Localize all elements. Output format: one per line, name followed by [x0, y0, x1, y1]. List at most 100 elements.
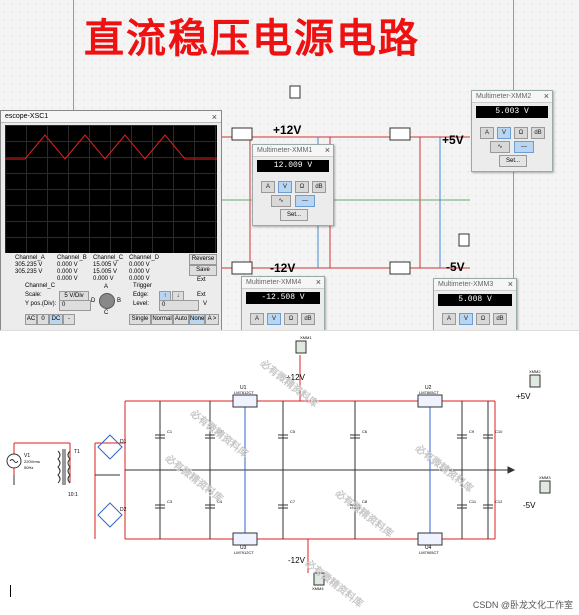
db-button[interactable]: dB	[493, 313, 507, 325]
save-button[interactable]: Save	[189, 265, 217, 276]
ac-mode-button[interactable]: ∿	[490, 141, 510, 153]
multimeter-close-icon[interactable]: ×	[543, 91, 549, 101]
label-pos12v: +12V	[273, 123, 302, 137]
coupling-dc-button[interactable]: DC	[49, 314, 63, 325]
amp-button[interactable]: A	[480, 127, 494, 139]
reading: 0.000 V	[57, 269, 78, 275]
amp-button[interactable]: A	[250, 313, 264, 325]
part-label: XMM2	[529, 369, 541, 374]
coupling-ac-button[interactable]: AC	[25, 314, 37, 325]
volt-button[interactable]: V	[278, 181, 292, 193]
mode-auto-button[interactable]: Auto	[173, 314, 189, 325]
coupling-minus-button[interactable]: -	[63, 314, 75, 325]
reverse-button[interactable]: Reverse	[189, 254, 217, 265]
ypos-field[interactable]: 0	[59, 300, 91, 311]
part-label: C7	[290, 499, 296, 504]
ac-mode-button[interactable]: ∿	[271, 195, 291, 207]
net-label-pos12v: +12V	[286, 373, 305, 382]
level-field[interactable]: 0	[159, 300, 199, 311]
volt-button[interactable]: V	[459, 313, 473, 325]
oscilloscope-screen	[5, 125, 217, 253]
knob-label: C	[104, 310, 109, 316]
oscilloscope-window[interactable]: escope-XSC1 × Channel_A Channel_B Channe…	[0, 110, 222, 330]
set-button[interactable]: Set...	[280, 209, 308, 221]
ohm-button[interactable]: Ω	[295, 181, 309, 193]
part-label: C5	[290, 429, 296, 434]
knob-label: B	[117, 298, 122, 304]
part-label: C8	[362, 499, 368, 504]
channel-select-knob[interactable]	[99, 293, 115, 309]
ohm-button[interactable]: Ω	[476, 313, 490, 325]
page-title: 直流稳压电源电路	[84, 16, 420, 62]
part-label: C12	[495, 499, 503, 504]
dc-mode-button[interactable]: —	[514, 141, 534, 153]
part-label: V1	[24, 453, 31, 459]
volt-button[interactable]: V	[267, 313, 281, 325]
multimeter-title: Multimeter-XMM3	[434, 279, 516, 291]
part-label: XMM1	[300, 335, 312, 340]
mode-normal-button[interactable]: Normal	[151, 314, 173, 325]
multimeter-xmm4[interactable]: Multimeter-XMM4 × -12.508 V A V Ω dB	[241, 276, 325, 330]
part-value: 50Hz	[24, 465, 34, 470]
reading: 0.000 V	[129, 276, 150, 282]
net-label-neg12v: -12V	[288, 556, 305, 565]
part-type: LM7805CT	[419, 390, 439, 395]
ypos-label: Y pos.(Div):	[25, 301, 57, 307]
ohm-button[interactable]: Ω	[514, 127, 528, 139]
mode-single-button[interactable]: Single	[129, 314, 151, 325]
multimeter-display: 5.003 V	[476, 106, 548, 118]
coupling-zero-button[interactable]: 0	[37, 314, 49, 325]
db-button[interactable]: dB	[531, 127, 545, 139]
oscilloscope-close-icon[interactable]: ×	[211, 112, 217, 122]
knob-label: A	[104, 284, 109, 290]
reading: 0.000 V	[57, 262, 78, 268]
oscilloscope-title: escope-XSC1	[1, 111, 221, 123]
part-label: C6	[362, 429, 368, 434]
part-label: C3	[167, 499, 173, 504]
part-label: D2	[120, 507, 127, 513]
amp-button[interactable]: A	[261, 181, 275, 193]
set-button[interactable]: Set...	[499, 155, 527, 167]
multimeter-close-icon[interactable]: ×	[324, 145, 330, 155]
ext-trigger-label: Ext	[197, 292, 206, 298]
part-label: T1	[74, 449, 80, 455]
reading: 305.235 V	[15, 262, 43, 268]
schematic-diagram: +12V +5V -12V -5V U1 LM7812CT U2 LM7805C…	[0, 335, 579, 615]
part-label: XMM3	[539, 475, 551, 480]
multimeter-xmm1[interactable]: Multimeter-XMM1 × 12.009 V A V Ω dB ∿ — …	[252, 144, 334, 226]
db-button[interactable]: dB	[312, 181, 326, 193]
multimeter-close-icon[interactable]: ×	[507, 279, 513, 289]
part-label: C10	[495, 429, 503, 434]
part-type: LM7905CT	[419, 550, 439, 555]
schematic-wires	[6, 340, 551, 586]
dc-mode-button[interactable]: —	[295, 195, 315, 207]
db-button[interactable]: dB	[301, 313, 315, 325]
amp-button[interactable]: A	[442, 313, 456, 325]
channel-header: Channel_A	[15, 255, 45, 261]
simulation-canvas[interactable]: 直流稳压电源电路 +12V +5V -12V -5V escope-XSC1 ×…	[0, 0, 579, 331]
multimeter-title: Multimeter-XMM1	[253, 145, 333, 157]
mode-none-button[interactable]: None	[189, 314, 205, 325]
part-label: U4	[425, 545, 432, 551]
ext-label: Ext	[197, 277, 206, 283]
multimeter-display: 5.008 V	[438, 294, 512, 306]
multimeter-close-icon[interactable]: ×	[315, 277, 321, 287]
label-neg5v: -5V	[446, 260, 465, 274]
trigger-label: Trigger	[133, 283, 152, 289]
level-label: Level:	[133, 301, 150, 307]
ohm-button[interactable]: Ω	[284, 313, 298, 325]
scale-label: Scale:	[25, 292, 42, 298]
part-type: LM7912CT	[234, 550, 254, 555]
volt-button[interactable]: V	[497, 127, 511, 139]
knob-label: D	[91, 298, 96, 304]
reading: 15.005 V	[93, 262, 118, 268]
multimeter-title: Multimeter-XMM2	[472, 91, 552, 103]
part-value: 220Vrms	[24, 459, 40, 464]
multimeter-title: Multimeter-XMM4	[242, 277, 324, 289]
multimeter-xmm3[interactable]: Multimeter-XMM3 × 5.008 V A V Ω dB	[433, 278, 517, 330]
edge-label: Edge:	[133, 292, 149, 298]
net-label-pos5v: +5V	[516, 392, 531, 401]
mode-a-button[interactable]: A >	[205, 314, 219, 325]
multimeter-xmm2[interactable]: Multimeter-XMM2 × 5.003 V A V Ω dB ∿ — S…	[471, 90, 553, 172]
part-label: C11	[469, 499, 477, 504]
